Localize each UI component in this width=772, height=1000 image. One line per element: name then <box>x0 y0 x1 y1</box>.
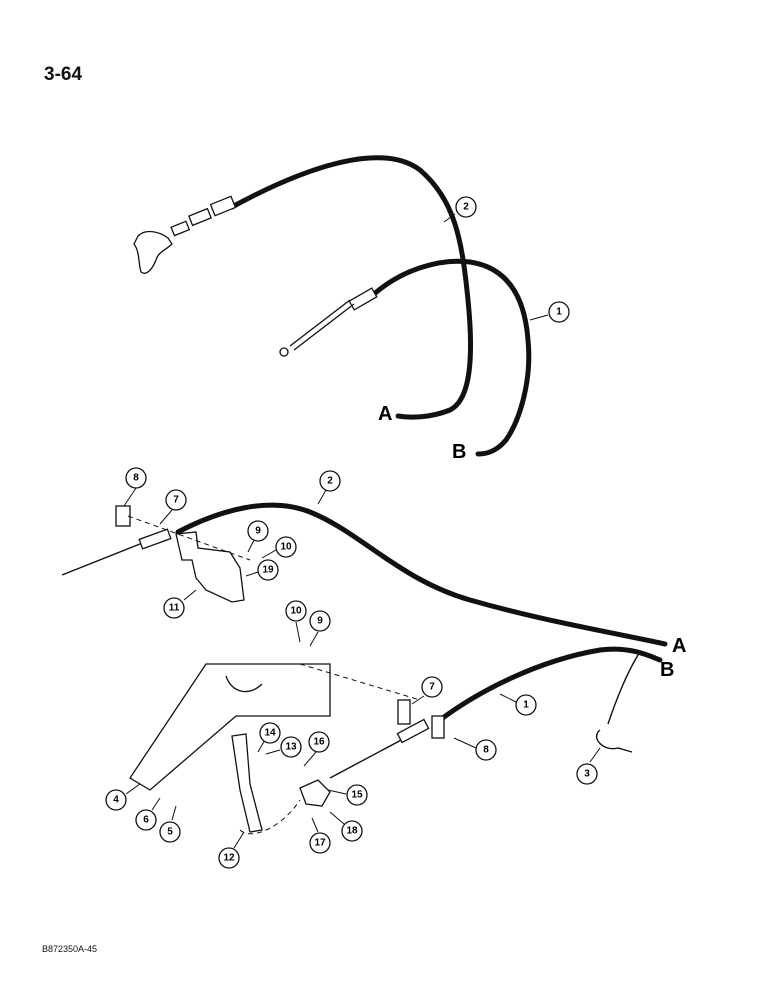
callout-2-mid: 2 <box>327 476 333 487</box>
bracket-4-icon <box>129 663 331 791</box>
callout-13: 13 <box>285 742 297 753</box>
cable-1-routed <box>329 646 663 779</box>
callout-5: 5 <box>167 827 173 838</box>
cable-tie-icon <box>595 651 641 753</box>
callout-2-top: 2 <box>463 202 469 213</box>
callout-1-top: 1 <box>556 307 562 318</box>
callout-3: 3 <box>584 769 590 780</box>
callout-15: 15 <box>351 790 363 801</box>
callout-12: 12 <box>223 853 235 864</box>
end-label-b-bottom: B <box>660 659 674 681</box>
page-number: 3-64 <box>44 64 83 85</box>
cable-2-routed <box>61 502 668 647</box>
callout-6: 6 <box>143 815 149 826</box>
callout-4: 4 <box>113 795 119 806</box>
callout-7-left: 7 <box>173 495 179 506</box>
callout-1-mid: 1 <box>523 700 529 711</box>
t-handle-icon <box>133 230 173 274</box>
bracket-12-icon <box>231 733 263 833</box>
cable-1-top <box>279 258 532 457</box>
end-label-b-top: B <box>452 441 466 463</box>
callout-18: 18 <box>346 826 358 837</box>
drawing-reference: B872350A-45 <box>42 944 98 954</box>
callout-7-right: 7 <box>429 682 435 693</box>
callout-19: 19 <box>262 565 274 576</box>
callout-10-right: 10 <box>290 606 302 617</box>
cable-2-with-t-handle <box>133 155 474 420</box>
bracket-11-icon <box>175 531 245 603</box>
clamp-15-icon <box>299 779 331 807</box>
callout-17: 17 <box>314 838 326 849</box>
end-label-a-bottom: A <box>672 635 686 657</box>
end-label-a-top: A <box>378 403 392 425</box>
callout-16: 16 <box>313 737 325 748</box>
callout-11: 11 <box>169 603 180 614</box>
callout-8-left: 8 <box>133 473 139 484</box>
callout-14: 14 <box>264 728 276 739</box>
callout-10-left: 10 <box>280 542 292 553</box>
callout-9-right: 9 <box>317 616 323 627</box>
callout-8-right: 8 <box>483 745 489 756</box>
callout-9-left: 9 <box>255 526 261 537</box>
